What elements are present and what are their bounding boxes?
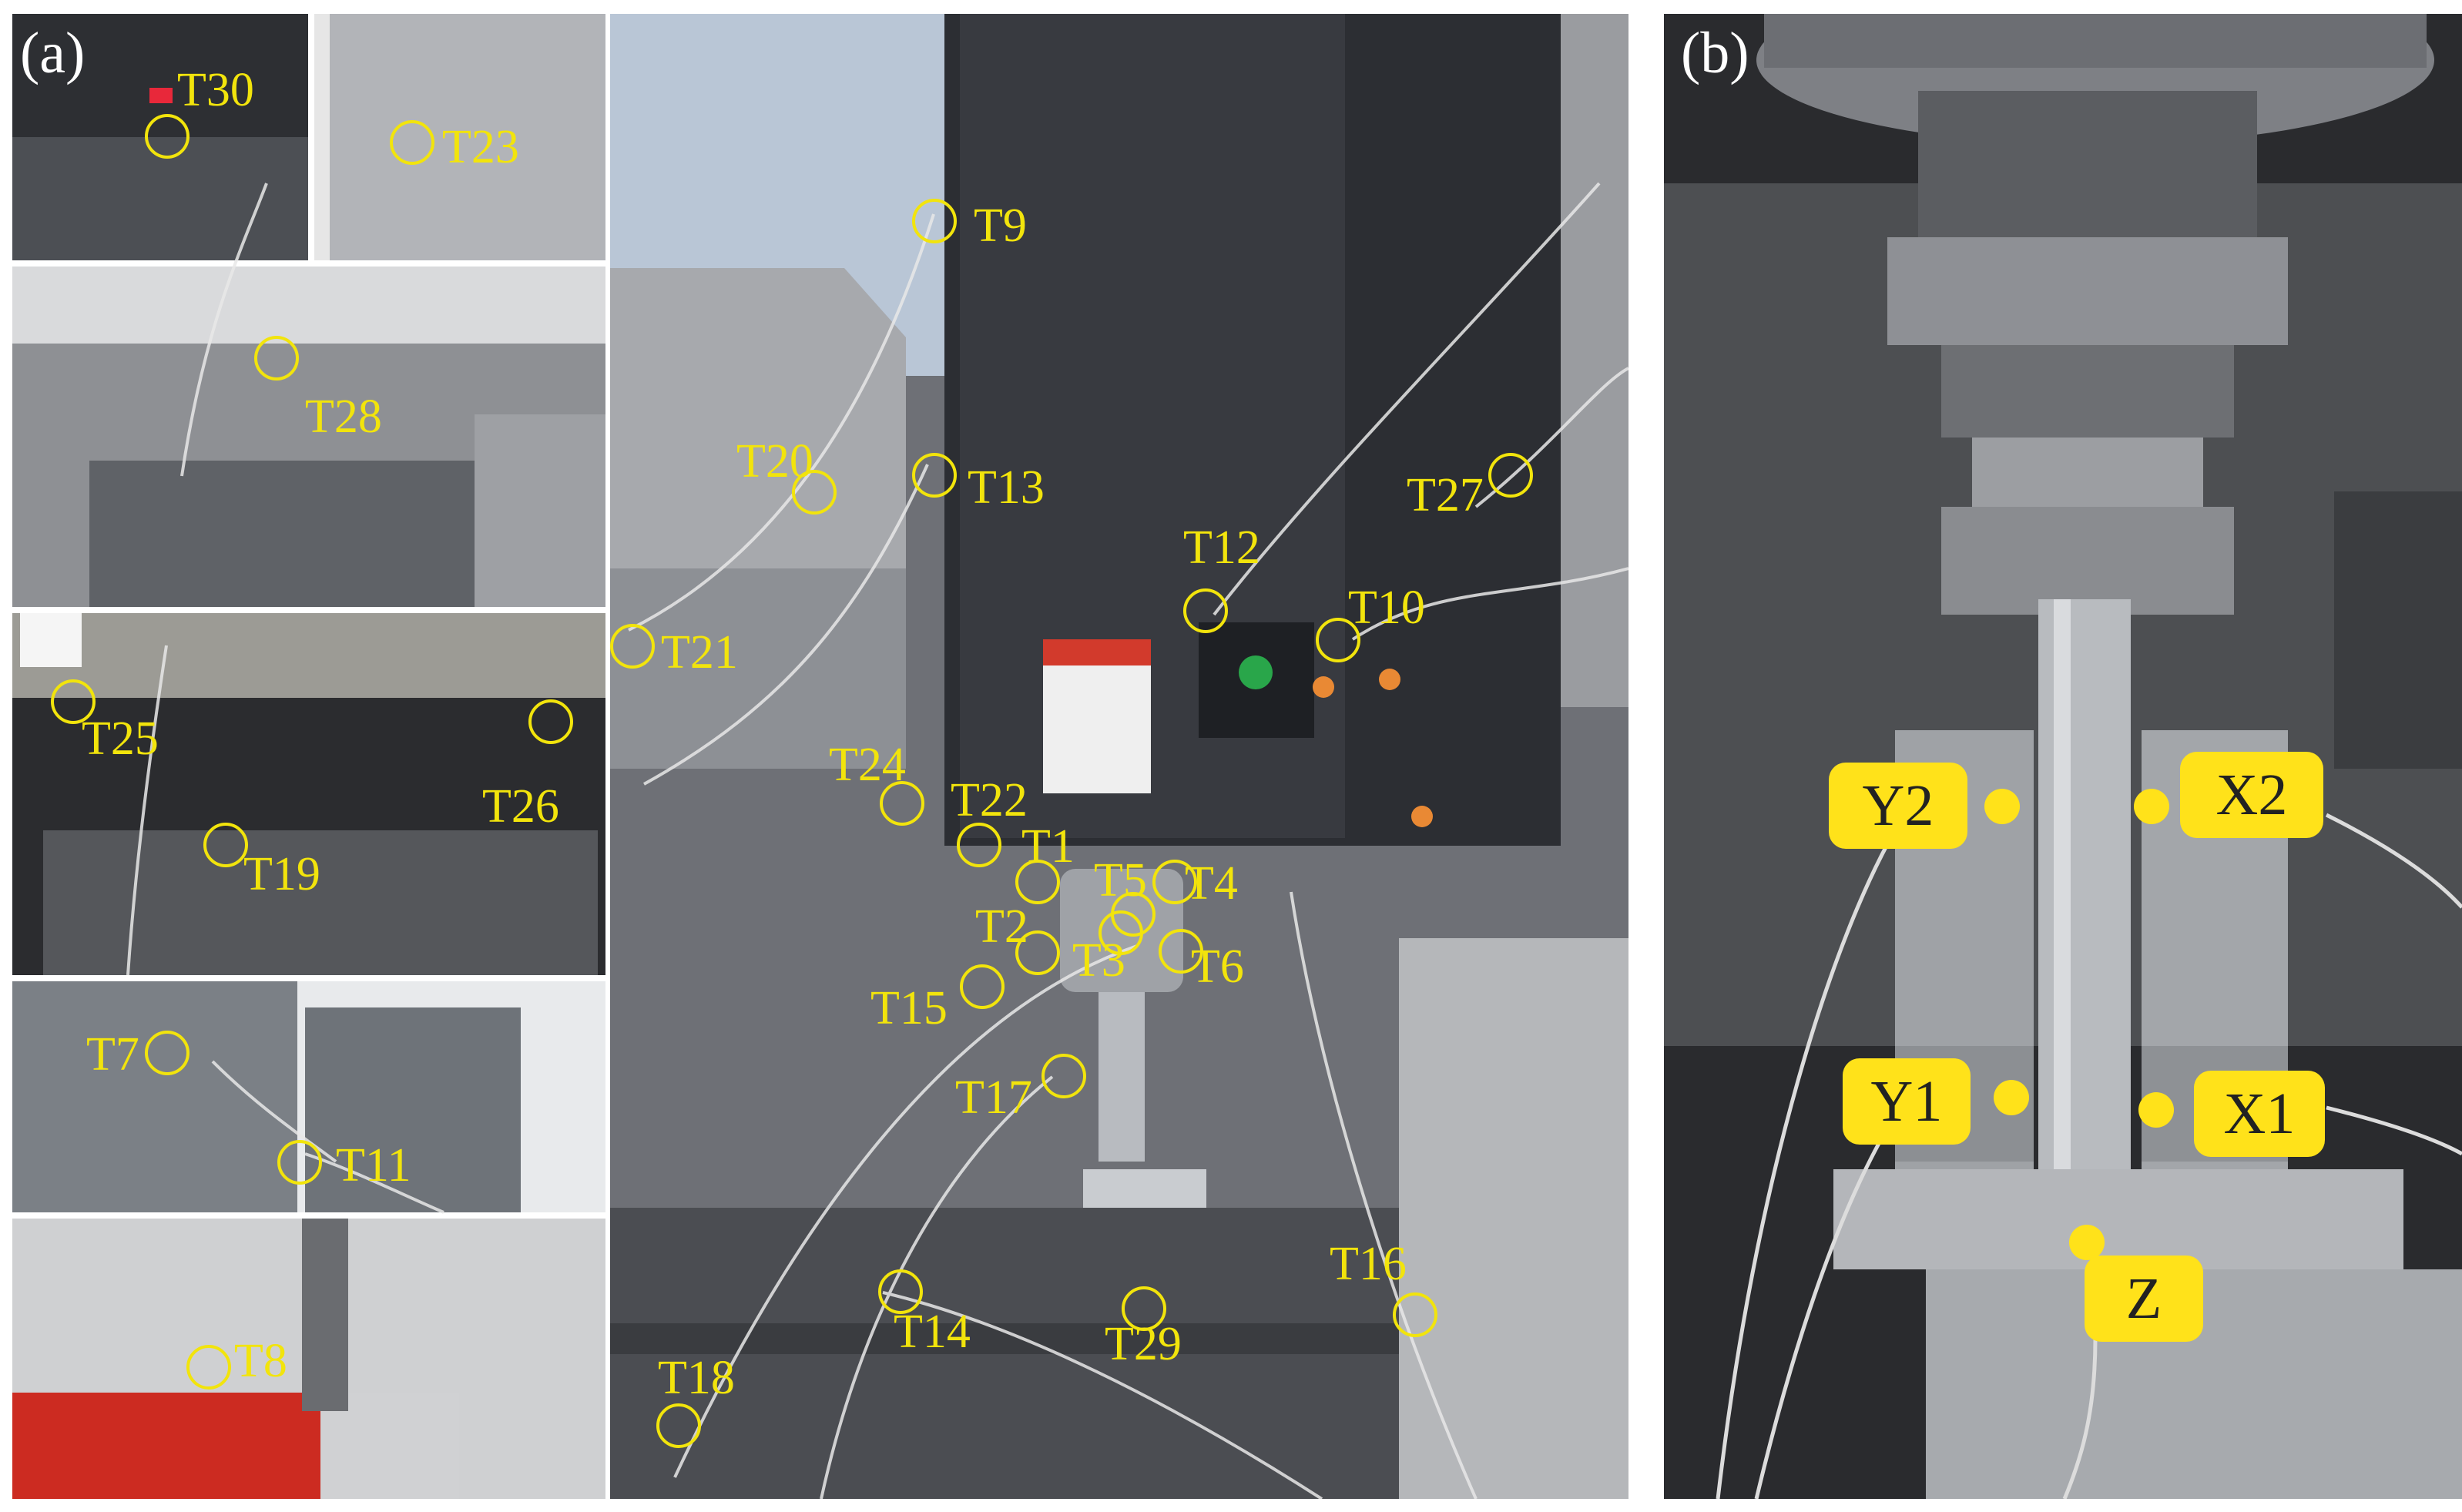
probe-label-y2: Y2 xyxy=(1829,763,1967,849)
sensor-label-t9: T9 xyxy=(974,199,1027,252)
sensor-marker-t10 xyxy=(1316,618,1360,662)
sensor-marker-t21 xyxy=(610,624,655,669)
sensor-label-t24: T24 xyxy=(829,739,906,791)
sensor-label-t13: T13 xyxy=(968,461,1045,514)
probe-dot-y1 xyxy=(1994,1080,2029,1115)
sensor-label-t5: T5 xyxy=(1094,854,1147,907)
sensor-label-t27: T27 xyxy=(1407,469,1484,521)
sensor-marker-t8 xyxy=(186,1345,231,1390)
probe-dot-x1 xyxy=(2138,1092,2174,1128)
sensor-marker-t13 xyxy=(912,453,957,498)
panel-a-letter: (a) xyxy=(20,21,86,85)
sensor-label-t22: T22 xyxy=(951,774,1028,826)
sensor-label-t26: T26 xyxy=(482,780,559,833)
sensor-label-t6: T6 xyxy=(1191,940,1244,993)
sensor-marker-t17 xyxy=(1041,1054,1086,1098)
sensor-label-t20: T20 xyxy=(736,435,813,488)
sensor-label-t23: T23 xyxy=(442,121,519,173)
sensor-marker-t12 xyxy=(1183,588,1228,633)
sensor-label-t16: T16 xyxy=(1330,1238,1407,1290)
sensor-marker-t29 xyxy=(1122,1286,1166,1331)
panel-a-collage: (a) T30 T23 T9 T28 T20 T13 T27 T12 T10 T… xyxy=(12,14,1628,1499)
sensor-marker-t20 xyxy=(792,470,837,515)
sensor-marker-t16 xyxy=(1393,1292,1437,1337)
sensor-marker-t18 xyxy=(656,1403,701,1448)
probe-label-z: Z xyxy=(2085,1256,2203,1342)
sensor-marker-t6 xyxy=(1159,929,1203,974)
panel-b-fixture: (b) Y2 X2 Y1 X1 Z xyxy=(1664,14,2462,1499)
sensor-label-t21: T21 xyxy=(661,626,738,679)
sensor-marker-t26 xyxy=(528,699,573,744)
sensor-label-t3: T3 xyxy=(1072,934,1125,987)
sensor-marker-t23 xyxy=(390,120,434,165)
sensor-label-t29: T29 xyxy=(1105,1318,1182,1370)
sensor-label-t1: T1 xyxy=(1021,820,1075,873)
sensor-marker-t2 xyxy=(1015,930,1060,975)
sensor-label-t2: T2 xyxy=(975,900,1028,953)
sensor-marker-t25 xyxy=(51,679,96,724)
sensor-marker-t22 xyxy=(957,823,1001,867)
sensor-marker-t24 xyxy=(880,781,924,826)
sensor-marker-t4 xyxy=(1152,860,1197,904)
sensor-label-t7: T7 xyxy=(86,1028,139,1081)
sensor-marker-t11 xyxy=(277,1140,322,1185)
probe-label-x1: X1 xyxy=(2194,1071,2325,1157)
sensor-marker-t19 xyxy=(203,823,248,867)
probe-dot-x2 xyxy=(2134,789,2169,824)
sensor-label-t17: T17 xyxy=(955,1071,1032,1124)
sensor-label-t4: T4 xyxy=(1185,857,1238,910)
probe-dot-z xyxy=(2069,1225,2105,1260)
sensor-label-t25: T25 xyxy=(82,712,159,765)
sensor-marker-t7 xyxy=(145,1031,190,1075)
sensor-label-t10: T10 xyxy=(1348,582,1425,634)
sensor-marker-t30 xyxy=(145,114,190,159)
panel-a-photo-scene xyxy=(12,14,1628,1499)
sensor-marker-t9 xyxy=(912,199,957,243)
probe-dot-y2 xyxy=(1984,789,2020,824)
sensor-label-t8: T8 xyxy=(234,1335,287,1387)
sensor-label-t28: T28 xyxy=(305,391,382,443)
sensor-label-t30: T30 xyxy=(177,64,254,116)
sensor-marker-t28 xyxy=(254,336,299,381)
sensor-label-t12: T12 xyxy=(1183,521,1260,574)
sensor-marker-t27 xyxy=(1488,453,1533,498)
probe-label-y1: Y1 xyxy=(1843,1058,1971,1145)
sensor-marker-t3 xyxy=(1099,910,1143,955)
sensor-label-t15: T15 xyxy=(870,982,948,1034)
sensor-label-t14: T14 xyxy=(894,1306,971,1358)
sensor-marker-t15 xyxy=(960,964,1005,1009)
sensor-marker-t14 xyxy=(878,1269,923,1314)
sensor-label-t18: T18 xyxy=(658,1352,735,1404)
panel-b-letter: (b) xyxy=(1681,21,1749,85)
panel-b-photo-scene xyxy=(1664,14,2462,1499)
probe-label-x2: X2 xyxy=(2180,752,2323,838)
sensor-label-t11: T11 xyxy=(336,1139,411,1192)
sensor-marker-t1 xyxy=(1015,860,1060,904)
sensor-label-t19: T19 xyxy=(243,848,320,900)
